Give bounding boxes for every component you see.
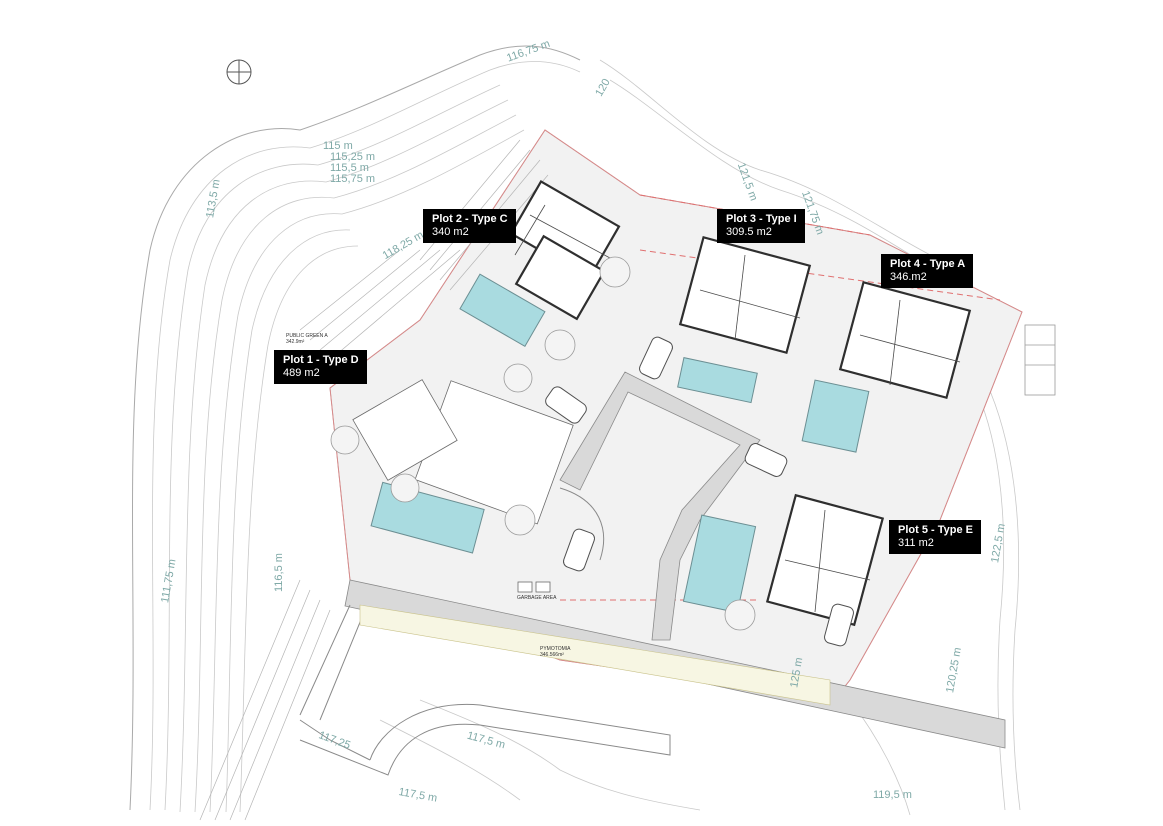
- plot-4-house: [801, 280, 972, 453]
- road-reserve: [359, 604, 831, 706]
- plot-3-pool: [677, 357, 758, 404]
- plot-5-house: [682, 493, 885, 631]
- plot-5-tag: Plot 5 - Type E 311 m2: [889, 520, 981, 554]
- neighbor-structure: [1024, 324, 1056, 396]
- plot-4-pool: [801, 379, 870, 453]
- topo-label: 115,5 m: [330, 162, 369, 174]
- parked-cars: [545, 336, 854, 647]
- plot-3-house: [677, 235, 812, 404]
- plot-2-tag: Plot 2 - Type C 340 m2: [423, 209, 516, 243]
- topo-label: 115 m: [323, 140, 353, 152]
- plot-5-name: Plot 5 - Type E: [898, 524, 973, 536]
- topo-label: 117,5 m: [466, 730, 507, 752]
- topo-label: 118,25 m: [381, 229, 426, 262]
- public-green-area: 342.9m²: [286, 339, 305, 345]
- internal-road-vertical: [559, 371, 761, 641]
- topo-label: 121,5 m: [735, 161, 760, 202]
- lower-road-curve: [299, 703, 671, 776]
- plot-2-name: Plot 2 - Type C: [432, 213, 508, 225]
- plot-2-house: [459, 180, 631, 393]
- topo-label: 120: [593, 77, 613, 99]
- plot-2-pool: [459, 273, 546, 348]
- topo-label: 111,75 m: [159, 558, 178, 604]
- contour-lines: [129, 45, 1021, 816]
- topo-label: 120,25 m: [944, 647, 964, 694]
- garbage-area-label: GARBAGE AREA: [517, 595, 557, 601]
- topo-label: 119,5 m: [873, 789, 912, 801]
- plot-4-name: Plot 4 - Type A: [890, 258, 966, 270]
- topo-label: 117,5 m: [398, 786, 438, 805]
- plot-3-name: Plot 3 - Type I: [726, 213, 797, 225]
- plot-1-buildings: [330, 379, 574, 593]
- topo-label: 116,75 m: [505, 38, 551, 65]
- plot-5-area: 311 m2: [898, 537, 934, 549]
- topo-label: 115,75 m: [330, 173, 375, 185]
- road-area-label: 346.566m²: [540, 652, 564, 658]
- topo-label: 113,5 m: [204, 178, 223, 218]
- road-name-label: PYMOTOMIA: [540, 646, 571, 652]
- public-green-label: PUBLIC GREEN A: [286, 333, 328, 339]
- topo-label: 122,5 m: [989, 523, 1008, 564]
- plot-4-area: 346.m2: [890, 271, 927, 283]
- topo-label: 115,25 m: [330, 151, 375, 163]
- plot-3-area: 309.5 m2: [726, 226, 772, 238]
- plot-1-tag: Plot 1 - Type D 489 m2: [274, 350, 367, 384]
- plot-4-tag: Plot 4 - Type A 346.m2: [881, 254, 974, 288]
- plot-3-tag: Plot 3 - Type I 309.5 m2: [717, 209, 805, 243]
- topo-label: 116,5 m: [273, 553, 285, 592]
- plot-1-area: 489 m2: [283, 367, 320, 379]
- plot-5-pool: [682, 514, 757, 614]
- plot-2-area: 340 m2: [432, 226, 469, 238]
- topo-label: 125 m: [788, 657, 805, 689]
- plot-1-name: Plot 1 - Type D: [283, 354, 359, 366]
- north-arrow-icon: [226, 59, 252, 85]
